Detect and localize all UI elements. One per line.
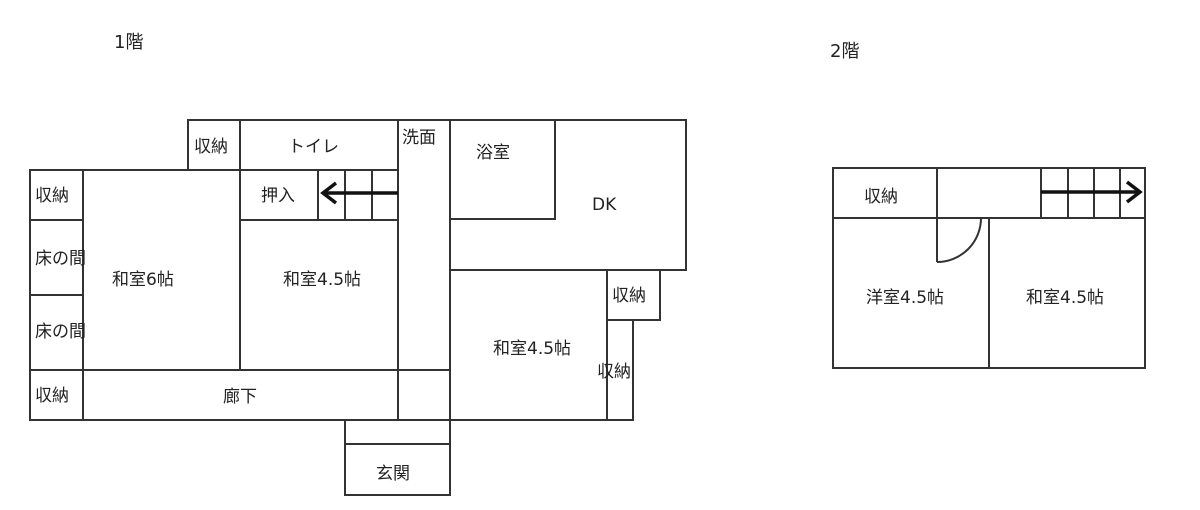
label-entrance: 玄関 <box>376 464 410 484</box>
label-storage-right-lower: 収納 <box>597 362 631 382</box>
room-washitsu-45-center <box>239 219 399 371</box>
label-bath: 浴室 <box>476 143 510 163</box>
label-storage-right-upper: 収納 <box>612 286 646 306</box>
room-washroom <box>397 119 451 421</box>
floor1-plan: 収納 トイレ 洗面 浴室 DK 収納 床の間 床の間 収納 和室6帖 押入 和室… <box>29 119 687 496</box>
entrance-step <box>344 419 451 445</box>
label-washitsu-6: 和室6帖 <box>112 270 174 290</box>
label-tokonoma-2: 床の間 <box>35 322 86 342</box>
label-dk: DK <box>592 195 617 215</box>
label-storage-left-bottom: 収納 <box>35 386 69 406</box>
label-oshiire: 押入 <box>261 186 295 206</box>
arrow-left-icon <box>320 181 398 205</box>
label-washitsu-45-center: 和室4.5帖 <box>283 270 361 290</box>
label-washroom: 洗面 <box>402 128 436 148</box>
label-storage-left-top: 収納 <box>35 186 69 206</box>
room-entrance <box>344 443 451 496</box>
floor2-title: 2階 <box>830 41 859 62</box>
arrow-right-icon <box>1041 180 1143 204</box>
floor1-title: 1階 <box>114 32 143 53</box>
label-toilet: トイレ <box>288 137 339 157</box>
label-tokonoma-1: 床の間 <box>35 249 86 269</box>
room-corridor <box>82 369 451 421</box>
door-swing-icon <box>936 217 982 263</box>
floor2-plan: 収納 洋室4.5帖 和室4.5帖 <box>832 167 1146 369</box>
label-corridor: 廊下 <box>223 387 257 407</box>
label-washitsu-45-right: 和室4.5帖 <box>493 339 571 359</box>
stairs-floor1 <box>317 169 399 221</box>
room-bath <box>449 119 556 220</box>
label-storage-2f: 収納 <box>864 187 898 207</box>
label-storage-top: 収納 <box>194 137 228 157</box>
room-storage-2f <box>832 167 938 219</box>
label-yoshitsu-45: 洋室4.5帖 <box>866 288 944 308</box>
room-storage-right-lower <box>606 319 634 421</box>
label-washitsu-45-2f: 和室4.5帖 <box>1026 288 1104 308</box>
